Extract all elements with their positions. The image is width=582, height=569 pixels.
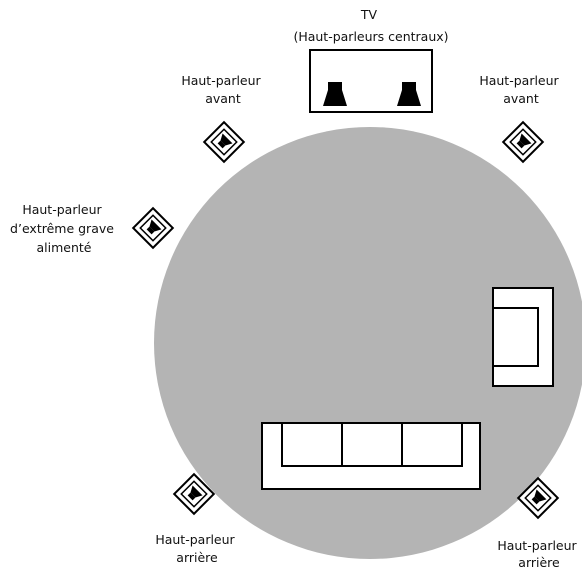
front-right-label: Haut-parleur avant (479, 73, 562, 106)
front-left-speaker-icon (203, 121, 245, 163)
armchair-icon (492, 287, 554, 387)
subwoofer-speaker-icon (132, 207, 174, 249)
tv-label: TV (Haut-parleurs centraux) (293, 7, 448, 44)
tv-icon (309, 49, 433, 113)
tv-label-line1: TV (360, 7, 378, 22)
front-right-label-line2: avant (503, 91, 539, 106)
front-right-speaker-icon (502, 121, 544, 163)
rear-right-label-line1: Haut-parleur (497, 538, 577, 553)
rear-left-label-line1: Haut-parleur (155, 532, 235, 547)
subwoofer-label-line2: d’extrême grave (10, 221, 114, 236)
subwoofer-label: Haut-parleur d’extrême grave alimenté (10, 202, 118, 255)
rear-right-label-line2: arrière (518, 555, 560, 569)
front-left-label-line1: Haut-parleur (181, 73, 261, 88)
front-left-label-line2: avant (205, 91, 241, 106)
front-right-label-line1: Haut-parleur (479, 73, 559, 88)
subwoofer-label-line1: Haut-parleur (22, 202, 102, 217)
sofa-icon (261, 422, 481, 490)
rear-left-label: Haut-parleur arrière (155, 532, 238, 565)
tv-label-line2: (Haut-parleurs centraux) (293, 29, 448, 44)
rear-right-label: Haut-parleur arrière (497, 538, 580, 569)
rear-left-label-line2: arrière (176, 550, 218, 565)
front-left-label: Haut-parleur avant (181, 73, 264, 106)
subwoofer-label-line3: alimenté (37, 240, 92, 255)
